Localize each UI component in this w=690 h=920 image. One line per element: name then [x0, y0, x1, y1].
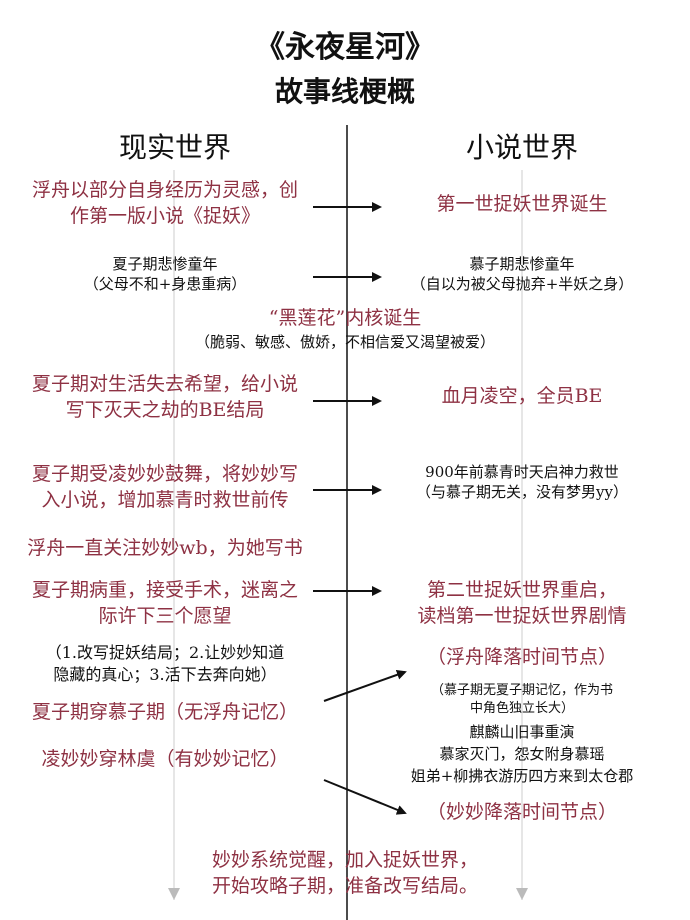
guide-arrowhead-right [516, 888, 528, 900]
right-fuzhou-landing: （浮舟降落时间节点） [426, 646, 617, 668]
right-event-6: 麒麟山旧事重演慕家灭门，怨女附身慕瑶姐弟+柳拂衣游历四方来到太仓郡 [410, 723, 634, 785]
guide-arrowhead-left [168, 888, 180, 900]
page-subtitle: 故事线梗概 [274, 75, 415, 108]
page-title: 《永夜星河》 [255, 30, 435, 65]
left-event-3: 夏子期对生活失去希望，给小说写下灭天之劫的BE结局 [31, 373, 298, 421]
arrow-7 [323, 779, 407, 815]
left-wishes: （1.改写捉妖结局；2.让妙妙知道隐藏的真心；3.活下去奔向她） [45, 643, 285, 684]
right-event-5: 第二世捉妖世界重启，读档第一世捉妖世界剧情 [417, 579, 627, 627]
right-note: （慕子期无夏子期记忆，作为书中角色独立长大） [430, 683, 613, 716]
right-event-1: 第一世捉妖世界诞生 [436, 193, 608, 215]
right-event-2: 慕子期悲惨童年（自以为被父母抛弃+半妖之身） [410, 255, 634, 294]
left-event-5: 浮舟一直关注妙妙wb，为她写书 [27, 537, 303, 559]
right-event-4: 900年前慕青时天启神力救世（与慕子期无关，没有梦男yy） [416, 463, 628, 502]
left-event-7: 夏子期穿慕子期（无浮舟记忆） [31, 701, 298, 723]
center-core-traits: （脆弱、敏感、傲娇，不相信爱又渴望被爱） [194, 333, 495, 351]
center-final-event: 妙妙系统觉醒，加入捉妖世界，开始攻略子期，准备改写结局。 [211, 849, 478, 897]
right-event-3: 血月凌空，全员BE [441, 385, 603, 407]
left-event-4: 夏子期受凌妙妙鼓舞，将妙妙写入小说，增加慕青时救世前传 [31, 463, 298, 511]
left-event-8: 凌妙妙穿林虞（有妙妙记忆） [41, 748, 289, 770]
center-core-born: “黑莲花”内核诞生 [268, 307, 422, 329]
column-header-real: 现实世界 [118, 131, 231, 164]
right-miaomiao-landing: （妙妙降落时间节点） [426, 801, 617, 823]
arrow-6 [323, 669, 407, 702]
left-event-1: 浮舟以部分自身经历为灵感，创作第一版小说《捉妖》 [31, 179, 298, 227]
column-header-novel: 小说世界 [465, 131, 578, 164]
left-event-6: 夏子期病重，接受手术，迷离之际许下三个愿望 [31, 579, 298, 627]
left-event-2: 夏子期悲惨童年（父母不和+身患重病） [83, 255, 247, 294]
